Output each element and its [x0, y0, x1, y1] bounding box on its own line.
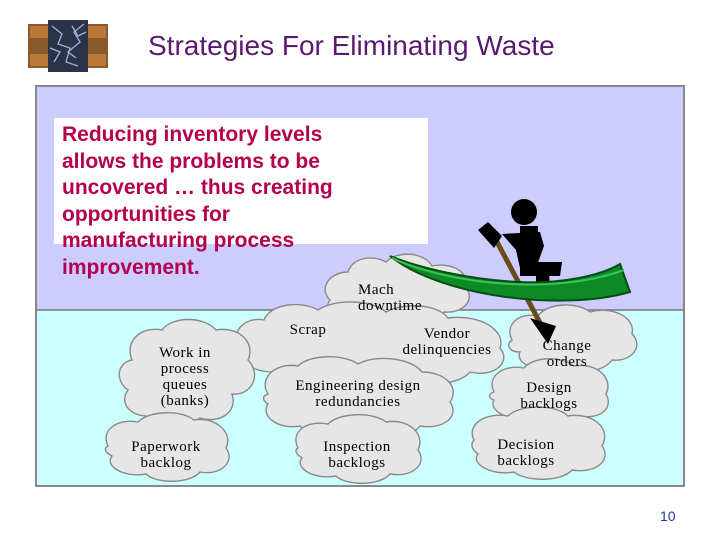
rock-paperwork-backlog — [104, 412, 230, 482]
brick-logo-icon — [28, 20, 108, 72]
rock-label-design-backlogs: Design backlogs — [520, 380, 578, 412]
rock-decision-backlogs — [471, 406, 606, 480]
oar-blade — [530, 318, 556, 344]
boat-icon — [389, 255, 632, 302]
rock-label-engineering-design: Engineering design redundancies — [295, 378, 421, 410]
rock-label-mach-downtime: Mach downtime — [358, 282, 422, 314]
page-number: 10 — [660, 508, 676, 524]
rock-engineering-design — [262, 356, 454, 438]
rock-label-paperwork-backlog: Paperwork backlog — [131, 439, 201, 471]
rock-label-scrap: Scrap — [289, 322, 327, 338]
callout-box — [54, 118, 428, 244]
rock-label-change-orders: Change orders — [542, 338, 592, 370]
rock-design-backlogs — [488, 358, 609, 426]
rock-label-decision-backlogs: Decision backlogs — [497, 437, 555, 469]
rock-label-inspection-backlogs: Inspection backlogs — [323, 439, 391, 471]
rock-work-in-process — [118, 318, 256, 427]
rock-label-work-in-process: Work in process queues (banks) — [159, 345, 211, 409]
rock-label-vendor-delinquencies: Vendor delinquencies — [402, 326, 492, 358]
diagram-border — [35, 85, 685, 487]
page-title: Strategies For Eliminating Waste — [148, 30, 555, 61]
rock-inspection-backlogs — [295, 414, 422, 484]
